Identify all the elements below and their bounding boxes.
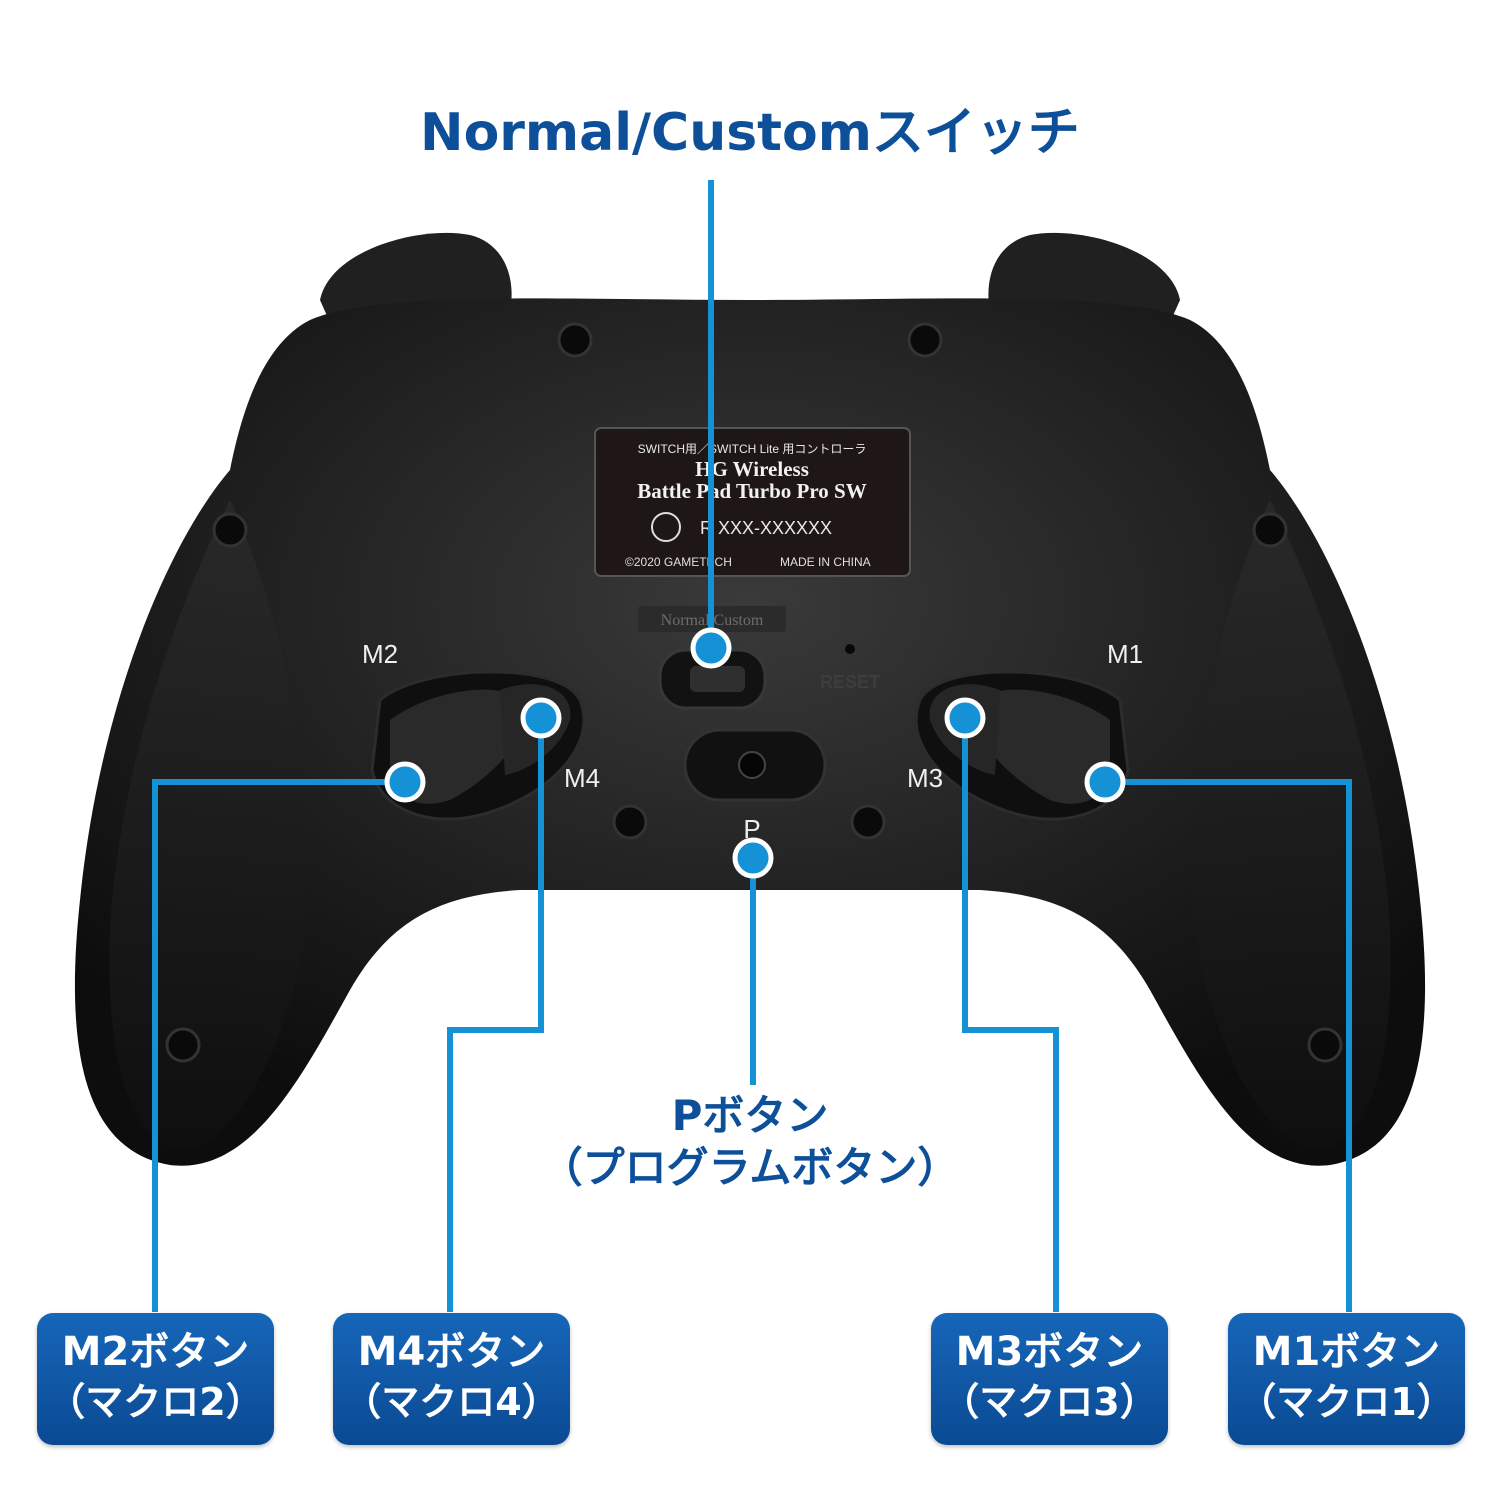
p-callout-line1: Pボタン — [671, 1091, 829, 1140]
screws — [165, 322, 1343, 1063]
cert-mark-icon — [651, 512, 681, 542]
callout-dots — [384, 627, 1126, 879]
m4-dot — [520, 697, 562, 739]
m1-dot — [1084, 761, 1126, 803]
sticker-line2: HG Wireless — [695, 457, 809, 481]
m1-badge-line1: M1ボタン — [1252, 1329, 1441, 1375]
sticker-line1: SWITCH用／SWITCH Lite 用コントローラ — [638, 442, 867, 456]
callout-lines — [152, 180, 1352, 1312]
right-grip — [1192, 500, 1391, 1150]
m1-badge-line2: （マクロ1） — [1238, 1380, 1455, 1424]
sticker-copyright: ©2020 GAMETECH — [625, 555, 732, 569]
m2-badge-line2: （マクロ2） — [47, 1380, 264, 1424]
reset-label: RESET — [820, 672, 880, 692]
sticker-line3: Battle Pad Turbo Pro SW — [637, 479, 866, 503]
m1-engraving: M1 — [1107, 639, 1143, 669]
m1-paddle[interactable] — [975, 689, 1110, 804]
m2-engraving: M2 — [362, 639, 398, 669]
m1-callout-line — [1105, 779, 1352, 1312]
m2-callout-line — [152, 779, 405, 1312]
p-dot — [732, 837, 774, 879]
switch-dot — [690, 627, 732, 669]
reset-hole[interactable] — [845, 644, 855, 654]
m3-callout-line — [962, 718, 1059, 1312]
m2-badge-line1: M2ボタン — [61, 1329, 250, 1375]
p-callout-line2: （プログラムボタン） — [540, 1143, 960, 1192]
m4-callout-badge: M4ボタン （マクロ4） — [333, 1313, 570, 1445]
m2-callout-badge: M2ボタン （マクロ2） — [37, 1313, 274, 1445]
p-button[interactable] — [738, 751, 766, 779]
m3-dot — [944, 697, 986, 739]
left-grip — [109, 500, 308, 1150]
sticker-origin: MADE IN CHINA — [780, 555, 871, 569]
m4-callout-line — [447, 718, 544, 1312]
switch-callout-title: Normal/Customスイッチ — [420, 103, 1080, 163]
m4-badge-line1: M4ボタン — [357, 1329, 546, 1375]
m3-badge-line2: （マクロ3） — [941, 1380, 1158, 1424]
m3-callout-badge: M3ボタン （マクロ3） — [931, 1313, 1168, 1445]
m4-badge-line2: （マクロ4） — [343, 1380, 560, 1424]
p-button-callout: Pボタン （プログラムボタン） — [400, 1090, 1100, 1194]
p-label: P — [743, 814, 760, 844]
m2-dot — [384, 761, 426, 803]
m4-engraving: M4 — [564, 763, 600, 793]
sticker-cert: R XXX-XXXXXX — [700, 518, 832, 538]
m1-callout-badge: M1ボタン （マクロ1） — [1228, 1313, 1465, 1445]
switch-knob[interactable] — [690, 666, 745, 692]
m3-badge-line1: M3ボタン — [955, 1329, 1144, 1375]
m3-engraving: M3 — [907, 763, 943, 793]
